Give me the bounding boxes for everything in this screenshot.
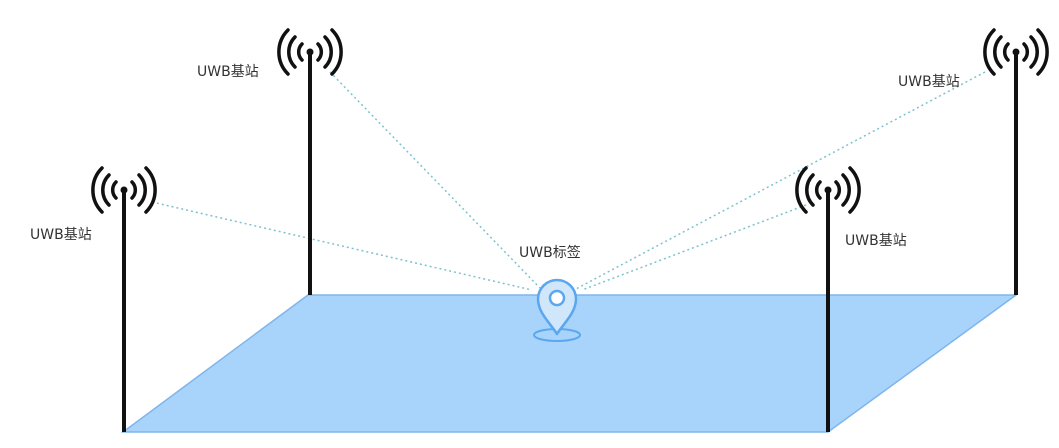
station-label-left: UWB基站 bbox=[30, 227, 92, 243]
tag-label: UWB标签 bbox=[519, 245, 581, 261]
antenna-signal-icon bbox=[795, 166, 861, 214]
signal-line-top-right bbox=[573, 71, 986, 291]
station-top-right bbox=[983, 28, 1049, 295]
signal-line-top-left bbox=[329, 71, 541, 289]
location-pin-icon bbox=[533, 278, 581, 342]
antenna-signal-icon bbox=[91, 166, 157, 214]
station-label-top-right: UWB基站 bbox=[898, 74, 960, 90]
pin-body bbox=[536, 278, 578, 336]
signal-lines bbox=[151, 71, 986, 291]
station-left bbox=[91, 166, 157, 432]
station-right bbox=[795, 166, 861, 432]
antenna-signal-icon bbox=[277, 28, 343, 76]
station-label-right: UWB基站 bbox=[845, 233, 907, 249]
pin-dot bbox=[548, 289, 566, 307]
signal-line-left bbox=[151, 201, 533, 291]
station-label-top-left: UWB基站 bbox=[197, 64, 259, 80]
station-top-left bbox=[277, 28, 343, 295]
antenna-signal-icon bbox=[983, 28, 1049, 76]
signal-line-right bbox=[581, 204, 807, 291]
